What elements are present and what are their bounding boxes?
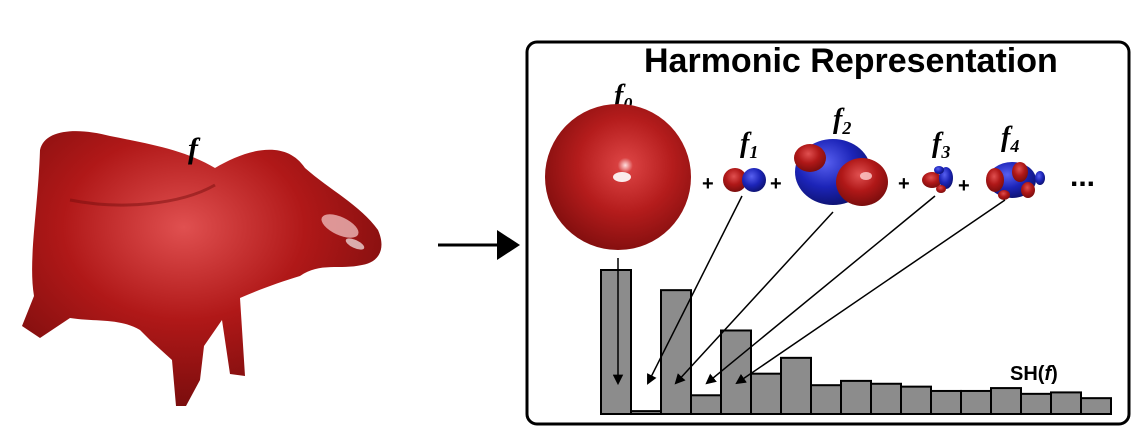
plus-sign-3: +	[898, 173, 910, 195]
plus-sign-1: +	[702, 173, 714, 195]
histogram-bar	[810, 384, 842, 416]
arrow-f2	[674, 211, 834, 385]
component-label-f4: f4	[1001, 122, 1019, 156]
component-label-f1: f1	[740, 128, 758, 162]
histogram-bar	[930, 389, 962, 415]
harmonic-f1-lobes	[723, 168, 766, 192]
harmonic-f2-lobes	[794, 139, 888, 206]
histogram-bar	[720, 329, 752, 416]
plus-sign-2: +	[770, 173, 782, 195]
harmonic-f3-lobes	[922, 166, 953, 193]
harmonic-panel-frame	[525, 40, 1131, 426]
arrow-f3	[705, 195, 936, 385]
harmonic-f4-lobes	[986, 162, 1045, 200]
transition-arrow	[438, 230, 520, 260]
histogram-bar	[960, 389, 992, 415]
left-label: f	[188, 132, 201, 165]
histogram-bar	[780, 356, 812, 415]
component-label-f2: f2	[833, 104, 851, 138]
arrow-f4	[735, 199, 1006, 385]
histogram-bar	[750, 372, 782, 415]
arrow-f1	[647, 195, 743, 385]
histogram-bar	[990, 387, 1022, 415]
histogram-bar	[1020, 392, 1052, 415]
histogram-bar	[600, 269, 632, 415]
histogram-label: SH(f)	[1010, 363, 1058, 385]
plus-sign-4: +	[958, 175, 970, 197]
harmonic-f0-sphere	[545, 104, 691, 250]
coefficient-histogram	[600, 269, 1112, 416]
histogram-bar	[630, 410, 662, 415]
histogram-bar	[840, 379, 872, 416]
panel-title: Harmonic Representation	[644, 42, 1058, 80]
shape-f	[22, 131, 382, 406]
ellipsis: ...	[1070, 160, 1095, 193]
histogram-bar	[870, 382, 902, 416]
histogram-bar	[690, 394, 722, 415]
component-label-f0: f0	[614, 80, 632, 114]
connector-arrows	[612, 195, 1006, 386]
component-label-f3: f3	[932, 128, 950, 162]
histogram-bar	[1050, 391, 1082, 415]
histogram-bar	[1080, 397, 1112, 416]
histogram-bar	[900, 385, 932, 416]
histogram-bar	[660, 289, 692, 415]
